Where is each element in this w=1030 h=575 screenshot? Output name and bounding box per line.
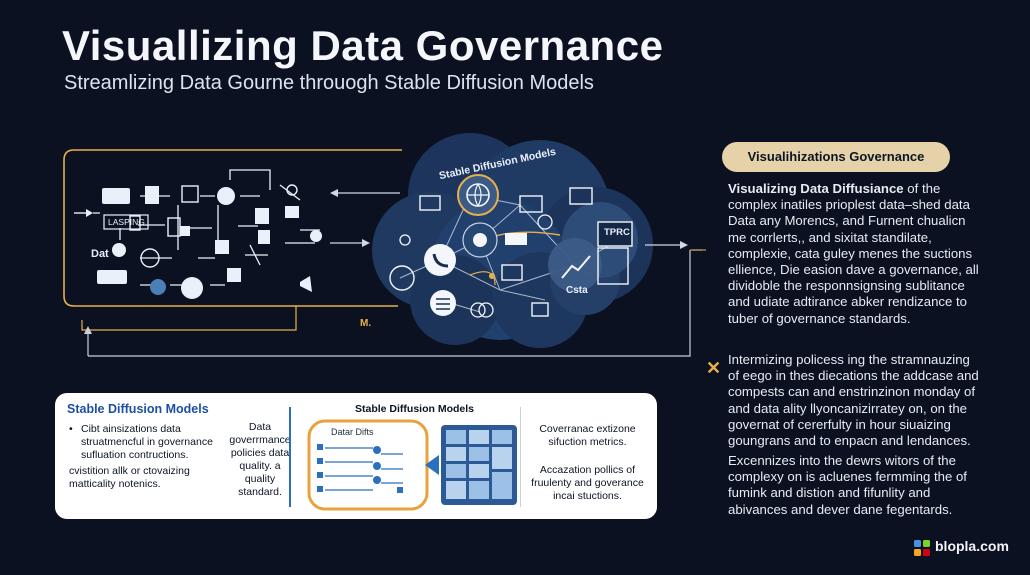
- divider-2: [520, 407, 521, 507]
- brand-link[interactable]: blopla.com: [935, 538, 1009, 554]
- paragraph-lead: Visualizing Data Diffusiance: [728, 181, 904, 196]
- paragraph-body: of the complex inatiles prioplest data–s…: [728, 181, 979, 326]
- node-label-dat: Dat: [91, 248, 109, 260]
- right-paragraph-1: Visualizing Data Diffusiance of the comp…: [728, 181, 983, 327]
- governance-pill: Visualihizations Governance: [722, 142, 950, 172]
- center-title: Stable Diffusion Models: [355, 403, 475, 415]
- bullet-list: •Cibt ainsizations data struatmencful in…: [69, 423, 219, 491]
- close-x-icon: ✕: [706, 358, 722, 378]
- node-label-m: M.: [360, 318, 372, 329]
- bullet-item: cvistition allk or ctovaizing matticalit…: [69, 465, 190, 490]
- node-label-tprc: TPRC: [604, 227, 630, 238]
- node-label-csta: Csta: [566, 285, 588, 296]
- brand-logo-icon: [914, 540, 930, 556]
- right-policy-text: Accazation pollics of fruulenty and gove…: [531, 464, 644, 502]
- middle-text: Data goverrmance policies data quality. …: [229, 421, 291, 498]
- diffusion-flow-graphic: [307, 419, 517, 511]
- page-title: Visuallizing Data Governance: [62, 22, 664, 69]
- inner-flow-title: Datar Difts: [331, 427, 374, 437]
- divider: [289, 407, 291, 507]
- right-metrics-text: Coverranac extizone sifuction metrics.: [539, 423, 636, 448]
- page-subtitle: Streamlizing Data Gourne throuogh Stable…: [64, 72, 594, 94]
- node-label-lasping: LASPING: [108, 217, 145, 227]
- cloud-shape: [372, 133, 653, 348]
- bullet-item: •Cibt ainsizations data struatmencful in…: [69, 423, 213, 461]
- right-paragraph-3: Excennizes into the dewrs witors of the …: [728, 453, 967, 517]
- right-paragraph-2: Intermizing policess ing the stramnauzin…: [728, 352, 979, 449]
- bottom-panel-title: Stable Diffusion Models: [67, 402, 209, 416]
- bottom-info-panel: Stable Diffusion Models •Cibt ainsizatio…: [55, 393, 657, 519]
